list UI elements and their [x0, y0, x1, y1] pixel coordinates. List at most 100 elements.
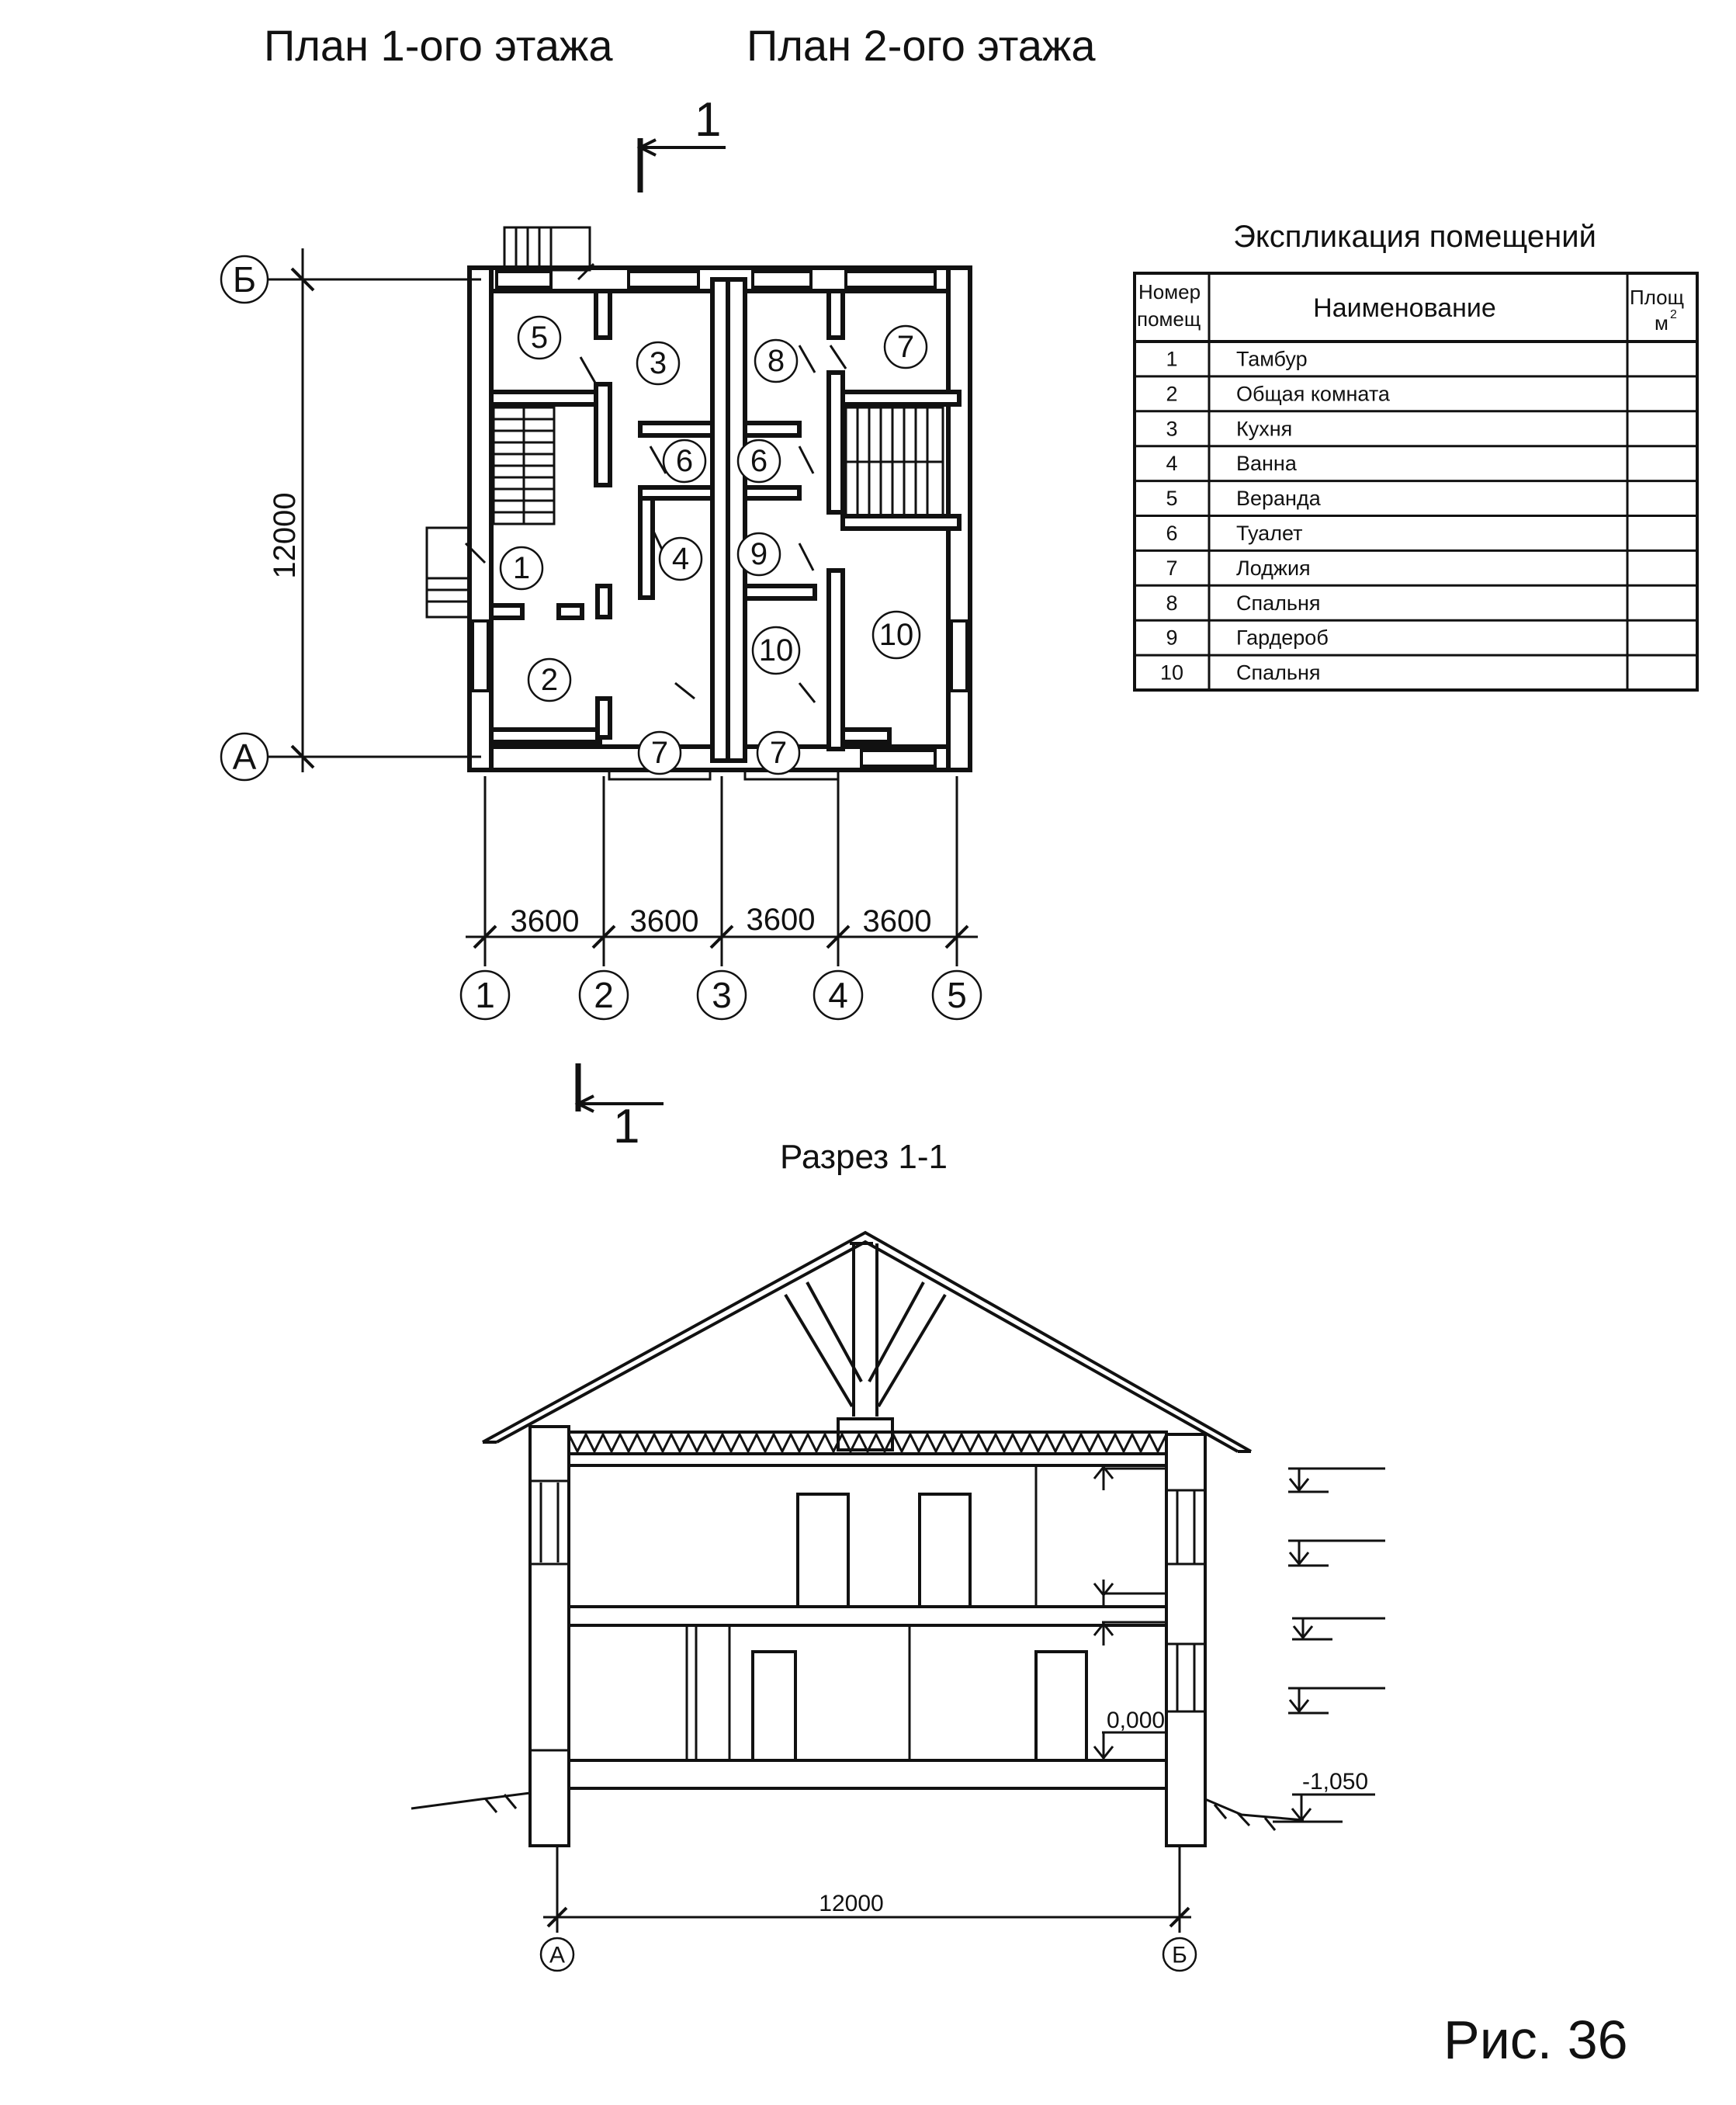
axis-marker: 3 [696, 969, 747, 1021]
table-cell-number: 9 [1166, 626, 1177, 650]
section-dim-text: 12000 [819, 1891, 883, 1916]
room-marker: 9 [736, 532, 781, 577]
room-marker: 10 [751, 626, 801, 675]
axis-label: А [549, 1943, 565, 1968]
table-cell-name: Веранда [1236, 487, 1322, 510]
plan-dim-text: 3600 [747, 903, 816, 937]
table-cell-number: 3 [1166, 417, 1177, 440]
plan-dim-text: 3600 [630, 904, 699, 938]
room-number: 8 [768, 344, 785, 378]
room-marker: 7 [637, 730, 682, 775]
stair-left [492, 406, 556, 525]
room-number: 9 [750, 537, 768, 571]
table-header-area: Площ [1630, 286, 1684, 309]
table-cell-name: Спальня [1236, 591, 1321, 615]
room-number: 6 [676, 444, 693, 478]
plan-dim-vertical-text: 12000 [268, 492, 302, 578]
section-drawing: 0,000 [411, 1230, 1385, 1972]
room-number: 1 [513, 551, 530, 585]
table-header-num: Номер [1138, 280, 1201, 303]
table-cell-name: Тамбур [1236, 347, 1308, 370]
axis-marker: А [220, 732, 269, 782]
plan-dim-text: 3600 [863, 904, 932, 938]
axis-label: 3 [712, 975, 732, 1015]
room-number: 7 [897, 330, 914, 364]
room-marker: 4 [658, 536, 703, 581]
room-number: 2 [541, 663, 558, 697]
section-mark-bottom-label: 1 [613, 1100, 639, 1153]
room-marker: 6 [736, 439, 781, 484]
plan1-title: План 1-ого этажа [264, 21, 613, 70]
level-ground-text: -1,050 [1302, 1769, 1368, 1795]
table-header-area-sup: 2 [1670, 308, 1677, 321]
section-mark-top-label: 1 [695, 93, 721, 147]
level-mark-outside [1288, 1467, 1385, 1493]
level-mark-ground: -1,050 [1273, 1769, 1375, 1823]
axis-label: 4 [828, 975, 848, 1015]
plan-dimension-vertical: 12000 [268, 248, 481, 772]
room-number: 10 [879, 618, 914, 652]
level-mark-outside [1288, 1539, 1385, 1567]
table-row: 8 Спальня [1135, 584, 1697, 615]
section-title: Разрез 1-1 [780, 1138, 948, 1176]
level-mark [1093, 1465, 1166, 1490]
room-marker: 1 [499, 546, 544, 591]
section-mark-bottom: 1 [574, 1063, 664, 1153]
table-header-num-2: помещ [1137, 307, 1201, 331]
figure-caption: Рис. 36 [1443, 2010, 1628, 2070]
axis-label: 2 [594, 975, 614, 1015]
axis-marker: Б [220, 255, 269, 304]
table-cell-number: 5 [1166, 487, 1177, 510]
room-marker: 6 [662, 439, 707, 484]
room-marker: 5 [517, 315, 562, 360]
section-dimension: 12000 [543, 1846, 1191, 1933]
axis-marker: 5 [931, 969, 982, 1021]
room-number: 5 [531, 321, 548, 355]
room-marker: 7 [756, 730, 801, 775]
table-cell-name: Кухня [1236, 417, 1292, 440]
entrance-steps-top [503, 226, 591, 272]
table-header-area-2: м [1655, 311, 1668, 335]
room-marker: 2 [527, 657, 572, 702]
axis-label: Б [233, 259, 256, 300]
level-mark [1093, 1580, 1166, 1607]
table-cell-number: 2 [1166, 382, 1177, 405]
axis-marker: 4 [813, 969, 864, 1021]
floor-plan: 5 3 8 7 6 6 1 4 [220, 226, 982, 1021]
axis-label: 5 [947, 975, 967, 1015]
axis-marker: 2 [578, 969, 629, 1021]
room-number: 3 [650, 346, 667, 380]
room-marker: 3 [636, 341, 681, 386]
room-number: 7 [651, 736, 668, 770]
axis-label: 1 [475, 975, 495, 1015]
table-row: 6 Туалет [1135, 515, 1697, 545]
table-cell-number: 6 [1166, 522, 1177, 545]
level-zero-text: 0,000 [1107, 1708, 1165, 1733]
room-number: 7 [770, 736, 787, 770]
table-row: 5 Веранда [1135, 480, 1697, 510]
axis-marker: А [539, 1937, 575, 1972]
table-header-name: Наименование [1313, 293, 1496, 323]
plan2-title: План 2-ого этажа [747, 21, 1096, 70]
axis-label: А [233, 737, 257, 777]
axis-marker: Б [1162, 1937, 1197, 1972]
table-cell-number: 7 [1166, 557, 1177, 580]
level-mark [1093, 1621, 1166, 1646]
table-title: Экспликация помещений [1233, 220, 1596, 254]
table-cell-number: 8 [1166, 591, 1177, 615]
table-cell-number: 4 [1166, 452, 1177, 475]
room-marker: 8 [754, 338, 799, 383]
level-mark-outside [1292, 1617, 1385, 1641]
table-cell-name: Туалет [1236, 522, 1302, 545]
table-cell-number: 10 [1160, 661, 1183, 685]
level-mark-outside [1288, 1687, 1385, 1715]
axis-marker: 1 [459, 969, 511, 1021]
